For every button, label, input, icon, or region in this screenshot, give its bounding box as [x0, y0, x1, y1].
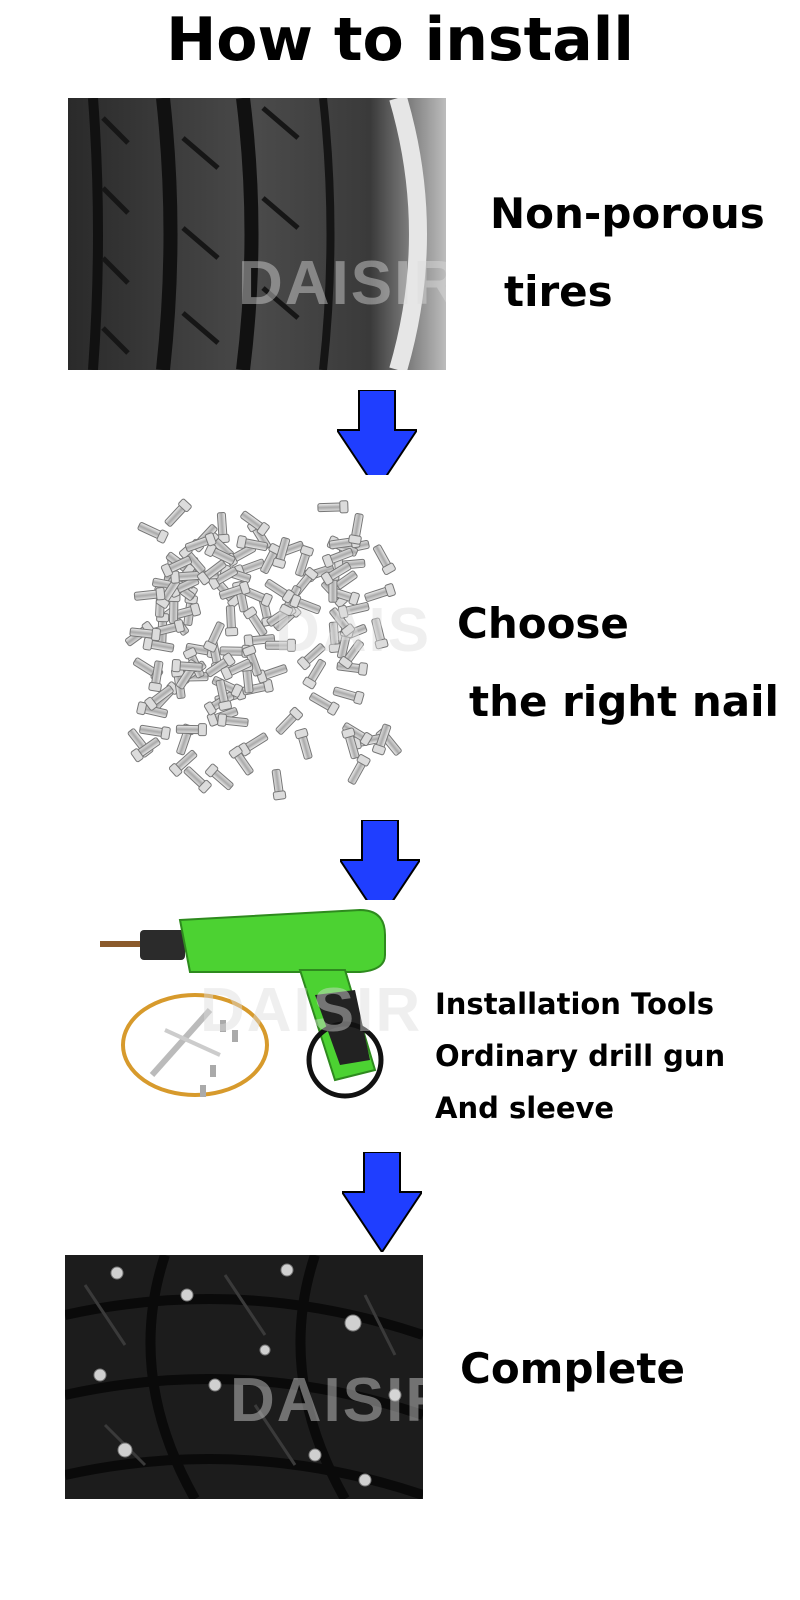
step-3-label: Installation Tools Ordinary drill gun An… — [435, 978, 725, 1134]
watermark: DAISIR — [200, 976, 423, 1045]
watermark: DAISIR — [238, 249, 446, 318]
step-4-label: Complete — [460, 1330, 685, 1408]
step-1-line-2: tires — [504, 267, 613, 316]
nail-pile-image: DAISIR — [75, 475, 435, 820]
tire-tread-image: DAISIR — [68, 98, 446, 370]
step-3-line-3: And sleeve — [435, 1091, 615, 1125]
step-1-label: Non-porous tires — [490, 175, 765, 331]
step-4-line-1: Complete — [460, 1344, 685, 1393]
step-2-line-1: Choose — [457, 599, 629, 648]
down-arrow-icon — [337, 390, 417, 490]
step-1-line-1: Non-porous — [490, 189, 765, 238]
step-3-line-1: Installation Tools — [435, 987, 715, 1021]
watermark: DAISIR — [230, 1366, 423, 1435]
watermark: DAISIR — [275, 596, 435, 665]
studded-tire-image: DAISIR — [65, 1255, 423, 1499]
step-3-line-2: Ordinary drill gun — [435, 1039, 726, 1073]
step-2-line-2: the right nail — [469, 677, 779, 726]
step-2-label: Choose the right nail — [457, 585, 779, 741]
down-arrow-icon — [340, 820, 420, 920]
page-title: How to install — [166, 5, 634, 75]
drill-and-sleeve-image: DAISIR — [70, 900, 430, 1145]
down-arrow-icon — [342, 1152, 422, 1252]
